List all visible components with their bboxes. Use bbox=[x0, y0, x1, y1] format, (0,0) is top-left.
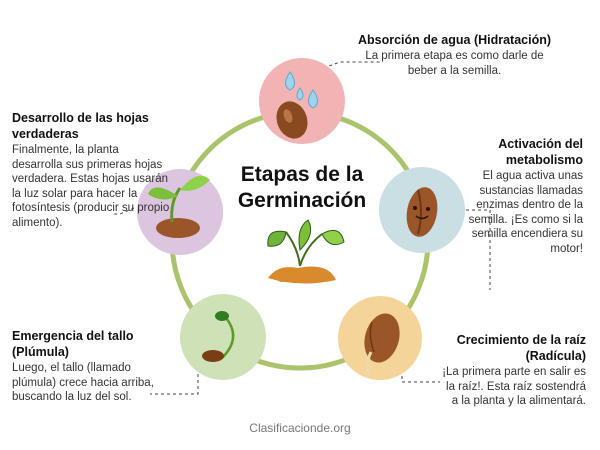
leafy-seedling-icon bbox=[148, 175, 210, 238]
stage-3-body: ¡La primera parte en salir es la raíz!. … bbox=[442, 366, 586, 407]
leader-line-stage-4 bbox=[150, 344, 199, 395]
stage-1-heading: Absorción de agua (Hidratación) bbox=[357, 33, 552, 47]
stage-3-text: Crecimiento de la raíz (Radícula) ¡La pr… bbox=[438, 332, 586, 409]
stage-4-heading: Emergencia del tallo (Plúmula) bbox=[12, 329, 134, 359]
stage-5-text: Desarrollo de las hojas verdaderas Final… bbox=[12, 110, 172, 230]
leader-line-stage-2 bbox=[466, 209, 491, 290]
sprouting-root-seed-icon bbox=[364, 313, 400, 377]
stage-1-body: La primera etapa es como darle de beber … bbox=[365, 50, 544, 77]
source-footer: Clasificacionde.org bbox=[249, 421, 351, 435]
stage-4-body: Luego, el tallo (llamado plúmula) crece … bbox=[12, 362, 154, 403]
leader-line-stage-3 bbox=[401, 352, 440, 383]
water-drops-seed-icon bbox=[276, 71, 318, 139]
leader-line-stage-5 bbox=[112, 207, 135, 215]
stage-5-heading: Desarrollo de las hojas verdaderas bbox=[12, 111, 149, 141]
stem-sprout-icon bbox=[202, 311, 235, 362]
stage-4-circle bbox=[180, 294, 266, 380]
stage-3-heading: Crecimiento de la raíz (Radícula) bbox=[456, 333, 586, 363]
stage-2-heading: Activación del metabolismo bbox=[498, 137, 583, 167]
stage-5-body: Finalmente, la planta desarrolla sus pri… bbox=[12, 144, 170, 229]
stage-2-body: El agua activa unas sustancias llamadas … bbox=[468, 170, 583, 255]
stage-1-text: Absorción de agua (Hidratación) La prime… bbox=[352, 32, 557, 78]
diagram-title: Etapas de la Germinación bbox=[237, 163, 367, 212]
central-plant-illustration bbox=[267, 219, 345, 284]
smiling-seed-icon bbox=[406, 187, 438, 237]
stage-4-text: Emergencia del tallo (Plúmula) Luego, el… bbox=[12, 328, 162, 405]
stage-2-text: Activación del metabolismo El agua activ… bbox=[468, 136, 583, 256]
